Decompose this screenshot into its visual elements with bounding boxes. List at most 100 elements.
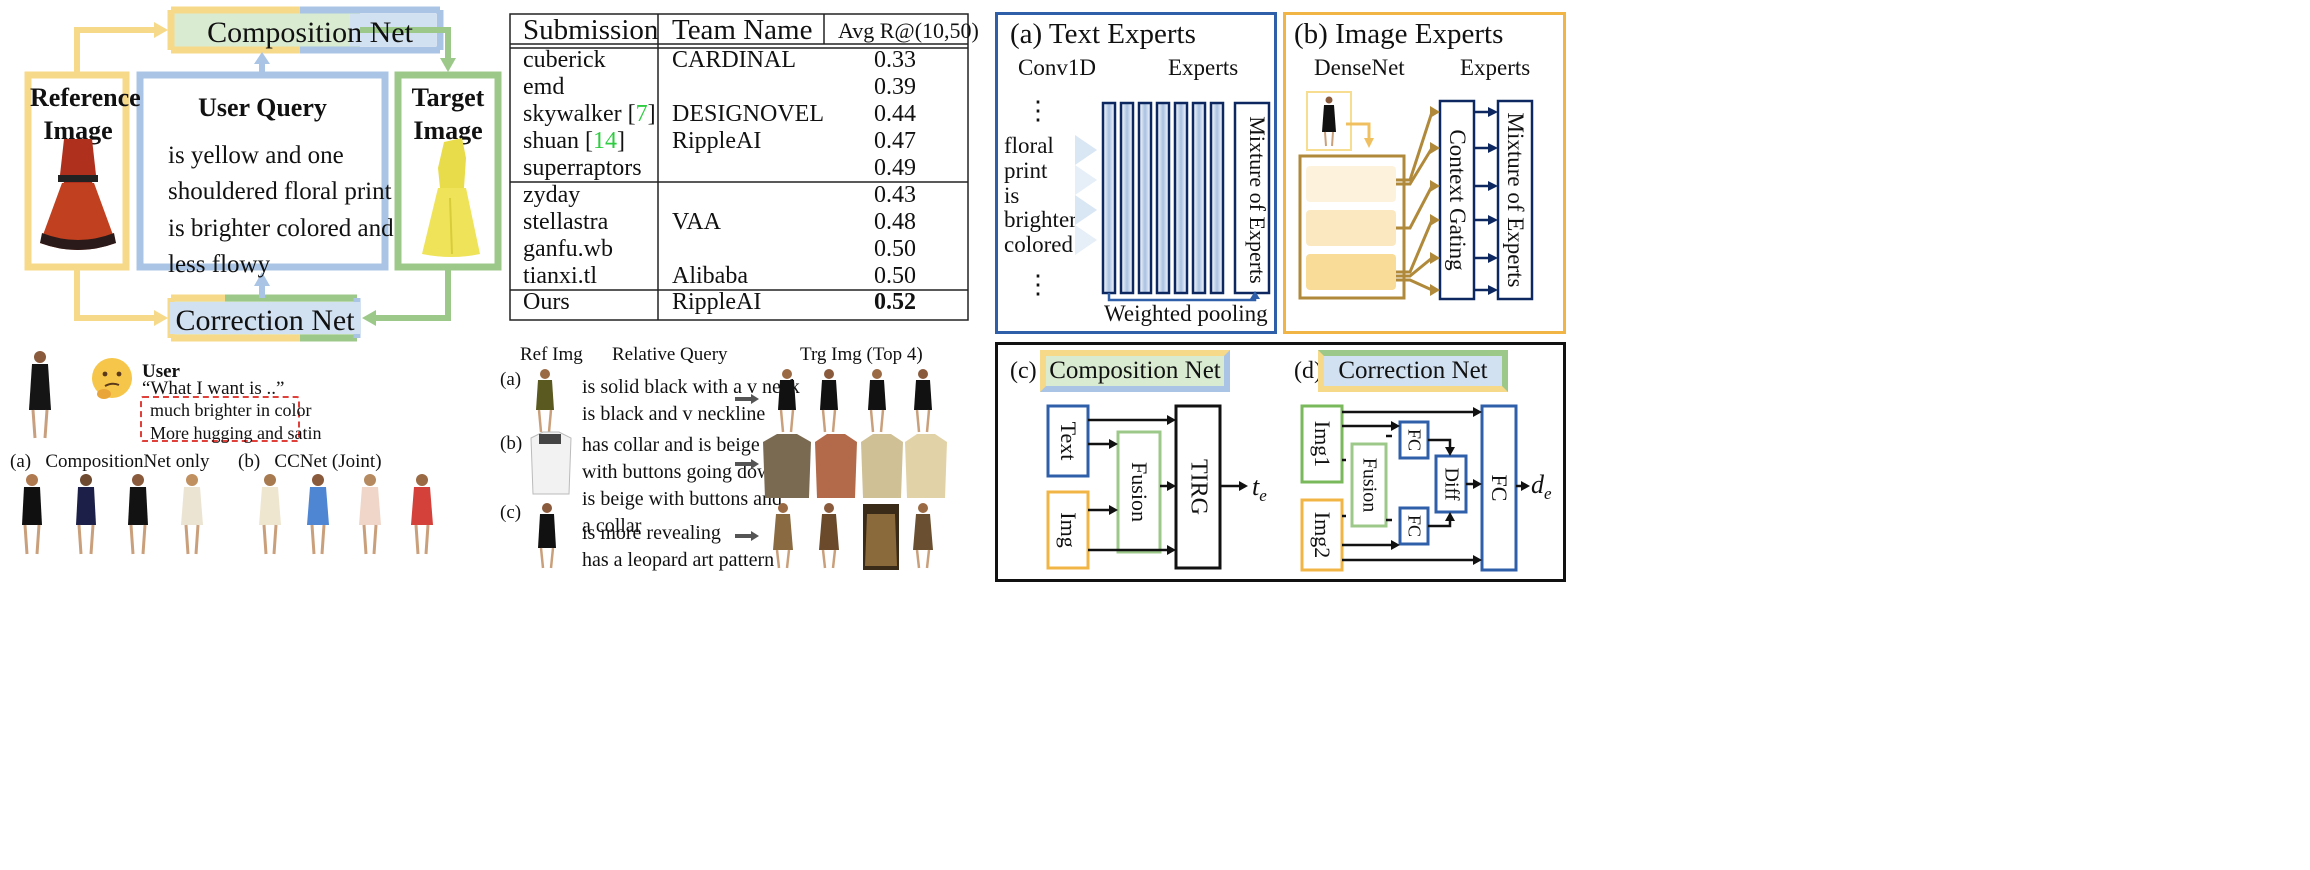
tirg-box: TIRG [1176, 406, 1220, 568]
result-model [411, 474, 433, 555]
correction-diagram [1300, 404, 1530, 572]
reference-dress-image [40, 139, 116, 250]
target-image [819, 503, 839, 569]
image-experts-diagram [1298, 91, 1534, 301]
context-gating-box: Context Gating [1440, 102, 1474, 298]
result-model [181, 474, 203, 555]
ccnet-joint-label: (b) CCNet (Joint) [238, 451, 382, 472]
nets-frame [995, 342, 1566, 582]
query-a: is solid black with a v neck is black an… [582, 374, 800, 428]
citation[interactable]: 14 [593, 128, 617, 154]
text-moe-label: Mixture of Experts [1245, 115, 1270, 284]
correction-net-label: Correction Net [175, 304, 355, 337]
tirg-label: TIRG [1185, 459, 1212, 515]
retrieval-header-ref: Ref Img [520, 344, 583, 365]
retrieval-header-query: Relative Query [612, 344, 728, 365]
result-model [359, 474, 381, 555]
image-moe-label: Mixture of Experts [1503, 112, 1528, 288]
image-experts-frame [1283, 12, 1566, 334]
query-line: is beige with buttons and [582, 488, 782, 510]
cell-score: 0.39 [874, 74, 916, 100]
dots-top: ⋮ [1025, 96, 1051, 125]
target-image [913, 503, 933, 569]
submission-name: zyday [523, 182, 581, 208]
output-subscript: e [1544, 484, 1552, 504]
user-ref-model-image [29, 351, 51, 439]
cell-score: 0.49 [874, 155, 916, 181]
query-line: a collar [582, 515, 642, 537]
output-symbol: d [1531, 470, 1544, 499]
user-query-text: is yellow and one shouldered floral prin… [168, 138, 394, 283]
cell-score: 0.52 [874, 289, 916, 315]
cell-team: RippleAI [672, 128, 762, 154]
cell-score: 0.50 [874, 236, 916, 262]
fc-bottom-box: FC [1400, 508, 1428, 544]
table-borders [509, 13, 969, 321]
cell-score: 0.47 [874, 128, 916, 154]
word: brighter [1004, 207, 1077, 233]
cell-submission: tianxi.tl [523, 263, 597, 290]
query-line: is solid black with a v neck [582, 376, 800, 398]
target-image [763, 434, 811, 498]
submission-name: shuan [523, 128, 579, 154]
text-box: Text [1048, 406, 1088, 476]
target-image [868, 369, 886, 433]
text-label: Text [1056, 421, 1081, 461]
img-box: Img [1048, 492, 1088, 568]
conv1d-label: Conv1D [1018, 55, 1096, 80]
submission-name: superraptors [523, 155, 642, 181]
target-image [861, 434, 903, 498]
cell-score: 0.48 [874, 209, 916, 235]
ref-image-c [538, 503, 556, 569]
text-experts-label: Experts [1168, 55, 1239, 80]
output-symbol: t [1252, 472, 1260, 501]
cell-team: RippleAI [672, 289, 762, 315]
cell-score: 0.43 [874, 182, 916, 208]
thinking-face-icon [92, 358, 132, 399]
target-dress-image [422, 138, 480, 257]
query-line: with buttons going down [582, 461, 782, 483]
row-label-a: (a) [500, 369, 522, 390]
query-line: has collar and is beige [582, 434, 760, 456]
composition-net-title: Composition Net [1040, 350, 1230, 392]
composition-net-label: Composition Net [207, 16, 413, 49]
query-line: is yellow and one [168, 142, 344, 169]
retrieval-header-target: Trg Img (Top 4) [800, 344, 923, 365]
submission-name: stellastra [523, 209, 609, 235]
result-model [259, 474, 281, 555]
cell-team: Alibaba [672, 263, 748, 289]
header-team: Team Name [672, 14, 813, 46]
target-image [905, 434, 947, 498]
correction-label-d: (d) [1294, 358, 1322, 384]
fusion-label: Fusion [1127, 462, 1152, 522]
correction-output: de [1531, 470, 1552, 504]
result-model [76, 474, 96, 555]
dots-bottom: ⋮ [1025, 270, 1051, 299]
composition-only-label: (a) CompositionNet only [10, 451, 210, 472]
output-subscript: e [1259, 486, 1267, 506]
cell-submission: cuberick [523, 47, 606, 74]
user-query-title: User Query [198, 93, 327, 122]
arrow-icon [735, 394, 759, 404]
citation[interactable]: 7 [635, 101, 648, 127]
query-line: is more revealing [582, 522, 721, 544]
row-label-b: (b) [500, 433, 523, 454]
retrieval-images [530, 369, 947, 570]
text-experts-title: (a) Text Experts [1010, 18, 1196, 50]
word: print [1004, 157, 1048, 183]
reference-image-label: Reference Image [30, 83, 141, 145]
cell-submission: zyday [523, 182, 580, 209]
composition-diagram [1046, 404, 1248, 570]
target-image [863, 504, 899, 570]
image-experts-title: (b) Image Experts [1294, 18, 1504, 50]
cell-submission: superraptors [523, 155, 642, 182]
word: colored [1004, 232, 1073, 258]
target-image [820, 369, 838, 433]
user-feedback-text: much brighter in color More hugging and … [150, 399, 321, 444]
text-experts-diagram [1075, 101, 1271, 302]
fc-bottom-label: FC [1404, 514, 1425, 538]
query-line: has a leopard art pattern [582, 549, 775, 571]
img1-label: Img1 [1310, 420, 1335, 468]
submission-name: skywalker [523, 101, 622, 127]
target-image [914, 369, 932, 433]
